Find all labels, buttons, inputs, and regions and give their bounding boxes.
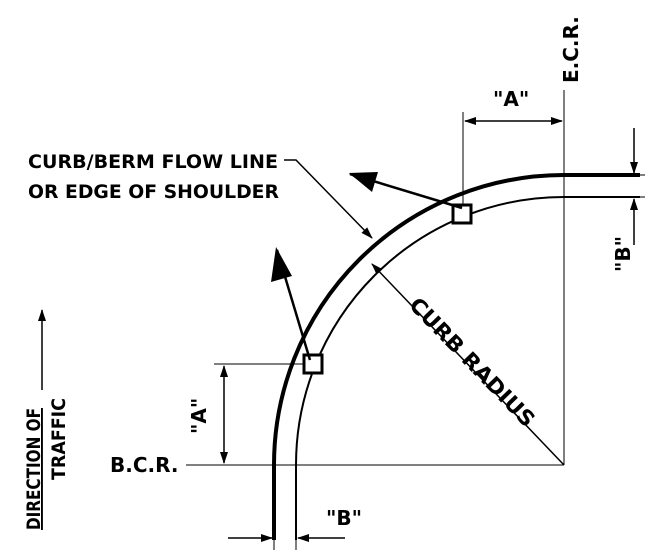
marker-arrow-top-head <box>349 172 378 192</box>
bcr-label: B.C.R. <box>110 453 179 477</box>
dim-b-bottom-label: "B" <box>326 506 362 530</box>
dim-a-left-label: "A" <box>187 398 211 434</box>
marker-square-top <box>451 203 473 225</box>
dim-b-right-label: "B" <box>611 236 635 272</box>
curb-flow-line <box>272 173 640 540</box>
direction-label-1: DIRECTION OF <box>23 408 45 530</box>
curb-radius-line <box>371 263 565 466</box>
curb-inner-line <box>295 196 640 540</box>
flow-line-label-2: OR EDGE OF SHOULDER <box>28 181 279 203</box>
marker-arrow-left-head <box>271 247 292 282</box>
direction-label-2: TRAFFIC <box>48 398 70 480</box>
flow-line-label-1: CURB/BERM FLOW LINE <box>28 151 278 173</box>
dim-a-top-label: "A" <box>493 87 529 111</box>
curb-radius-label: CURB RADIUS <box>404 293 539 432</box>
marker-square-left <box>302 353 324 375</box>
flow-line-leader <box>284 159 373 239</box>
ecr-label: E.C.R. <box>559 16 583 83</box>
